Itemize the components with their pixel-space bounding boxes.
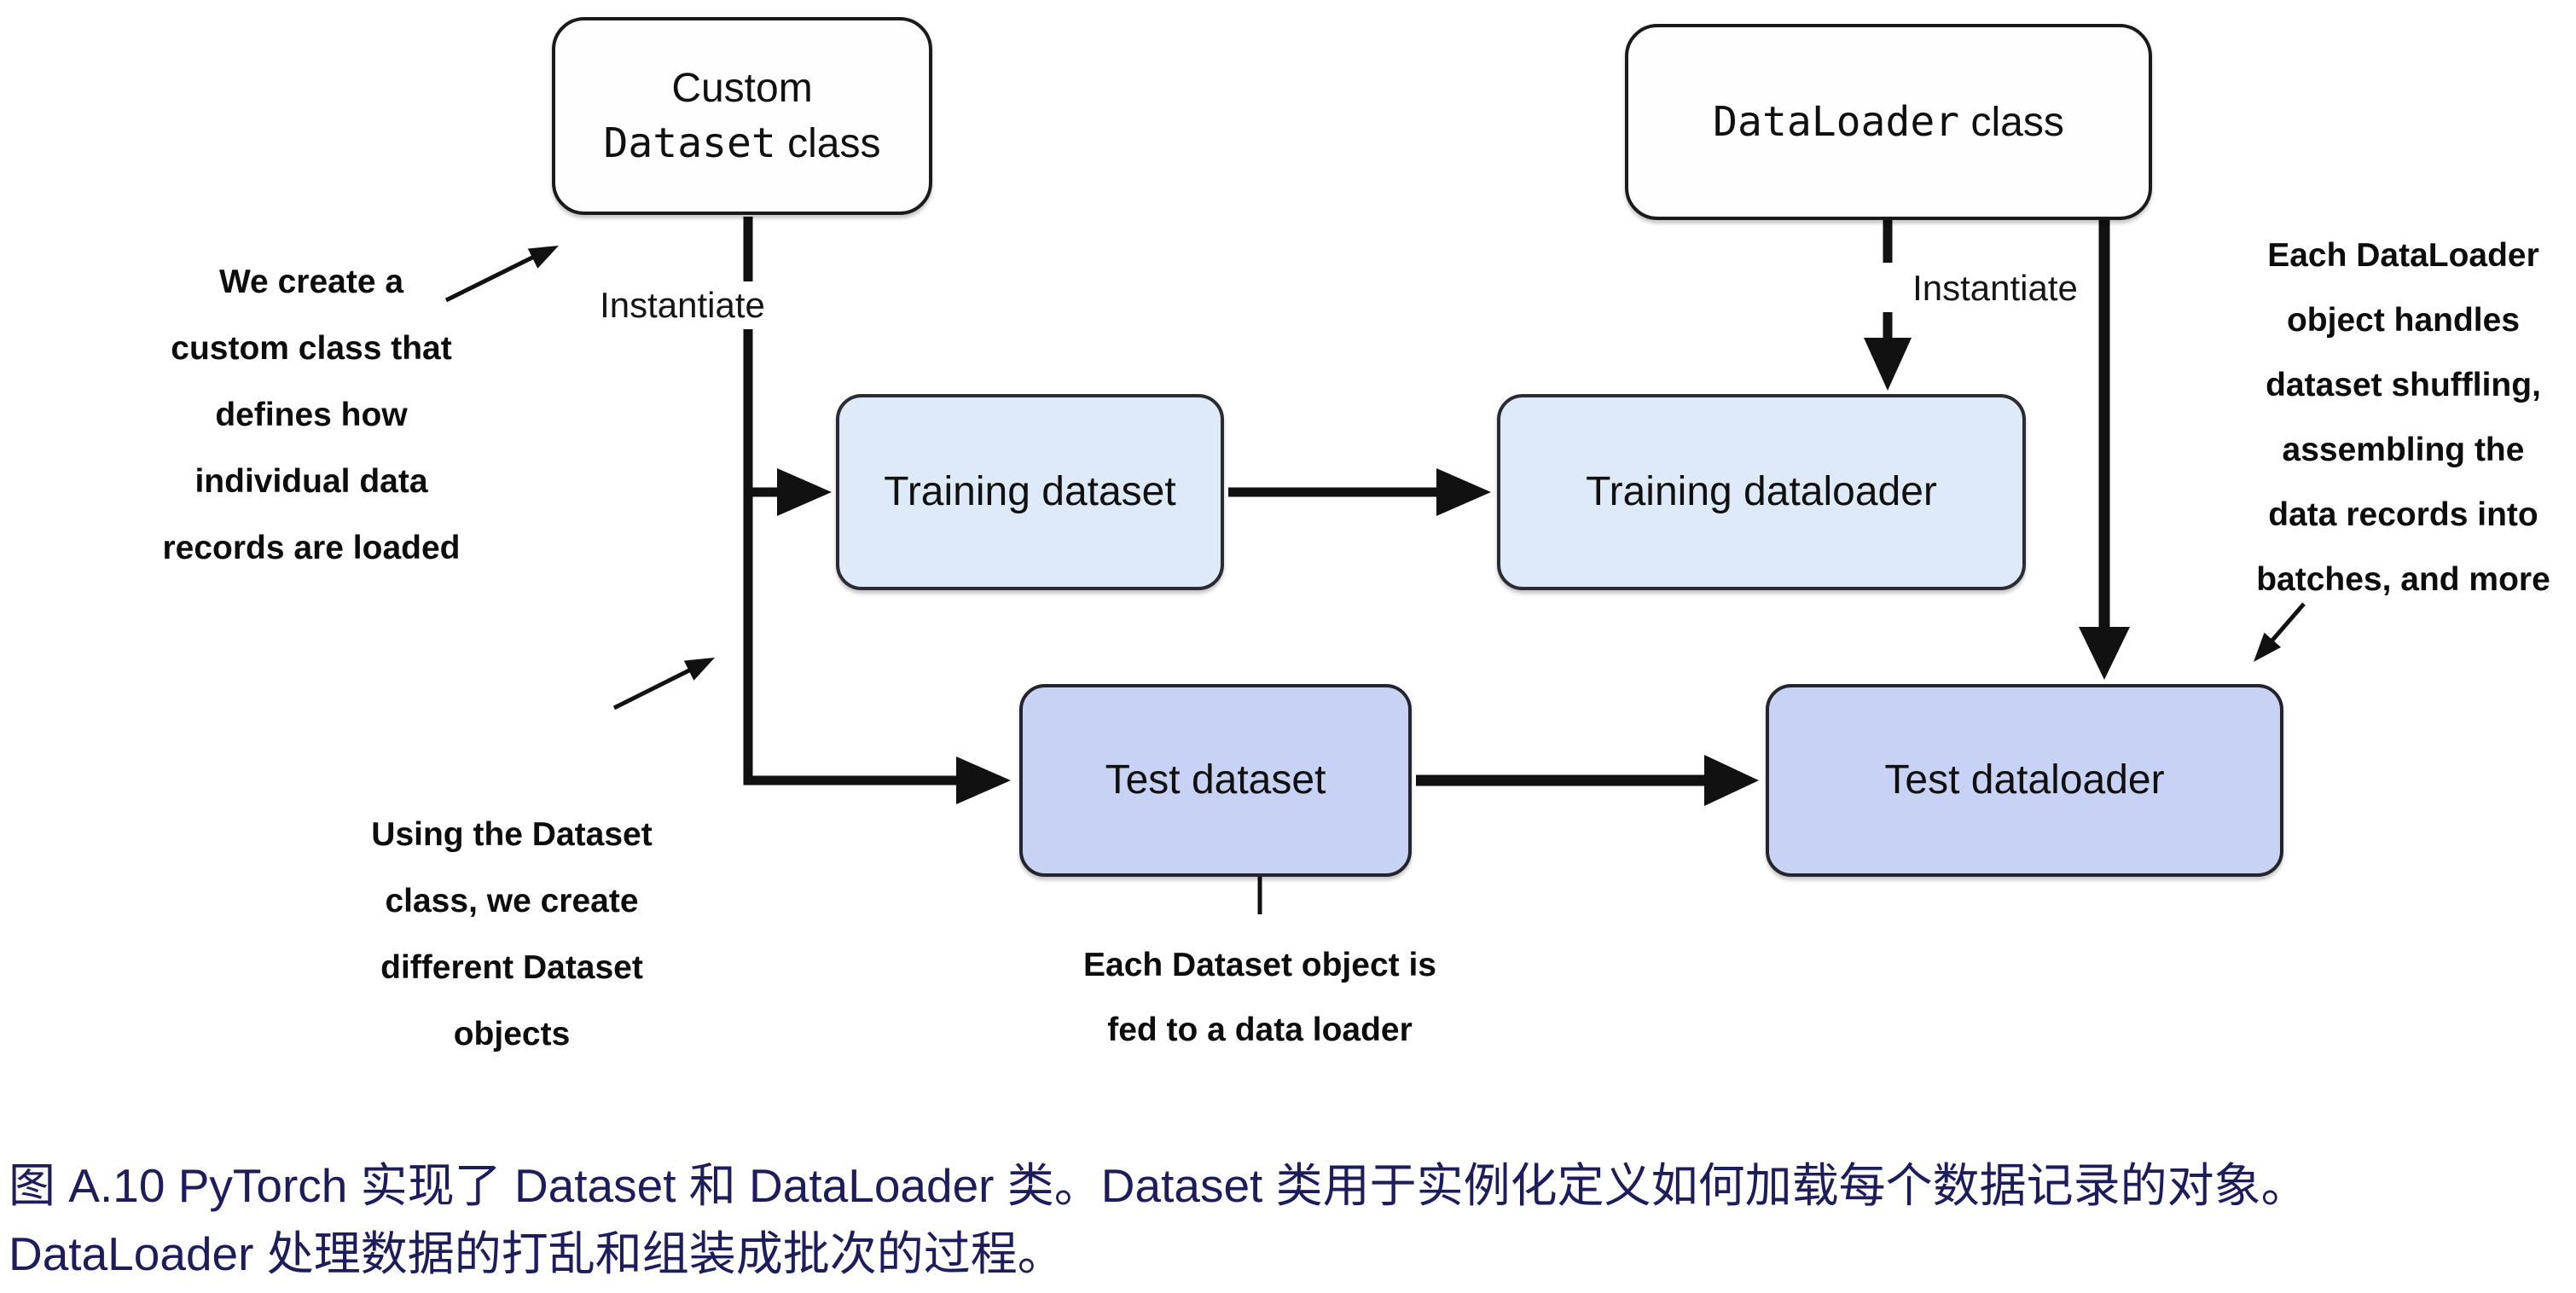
create-custom-pointer-line bbox=[444, 252, 539, 303]
figure-caption-line2: DataLoader 处理数据的打乱和组装成批次的过程。 bbox=[9, 1227, 1065, 1280]
figure-caption-line1: 图 A.10 PyTorch 实现了 Dataset 和 DataLoader … bbox=[9, 1159, 2308, 1212]
using-dataset-pointer-line bbox=[612, 666, 694, 710]
dataset-trunk-line bbox=[743, 329, 960, 786]
training-dataset-arrowhead bbox=[777, 468, 832, 516]
test-dataset-label: Test dataset bbox=[1105, 757, 1326, 803]
test-dataloader-box: Test dataloader bbox=[1766, 684, 2283, 877]
annotation-each-dataset-fed: Each Dataset object is fed to a data loa… bbox=[1083, 947, 1436, 1048]
custom-dataset-class-box: Custom Dataset class bbox=[552, 17, 932, 215]
figure-caption: 图 A.10 PyTorch 实现了 Dataset 和 DataLoader … bbox=[9, 1151, 2567, 1288]
training-dataloader-label: Training dataloader bbox=[1586, 469, 1937, 514]
test-dataloader-arrowhead bbox=[1704, 755, 1759, 806]
training-dataloader-arrowhead bbox=[1436, 468, 1491, 516]
annotation-using-dataset-class: Using the Dataset class, we create diffe… bbox=[371, 816, 653, 1052]
dataset-code-text: Dataset bbox=[603, 119, 776, 167]
training-dataset-label: Training dataset bbox=[884, 469, 1176, 514]
instantiate-label-right: Instantiate bbox=[1912, 268, 2078, 308]
dataloader-class-label: DataLoader class bbox=[1713, 95, 2064, 150]
custom-dataset-class-label-line1: Custom bbox=[671, 65, 813, 111]
dataloader-class-suffix: class bbox=[1959, 99, 2064, 145]
dataloader-class-box: DataLoader class bbox=[1625, 24, 2152, 220]
test-dataset-box: Test dataset bbox=[1019, 684, 1412, 877]
dataloader-long-arrowhead bbox=[2079, 627, 2130, 680]
custom-dataset-class-label-line2: Dataset class bbox=[604, 116, 881, 171]
dataset-class-suffix: class bbox=[775, 120, 881, 166]
dataloader-code-text: DataLoader bbox=[1713, 97, 1960, 146]
annotation-each-dataloader: Each DataLoader object handles dataset s… bbox=[2256, 237, 2550, 598]
using-dataset-pointer-arrowhead bbox=[683, 658, 715, 681]
test-dataset-arrowhead bbox=[956, 757, 1011, 804]
annotation-create-custom-class: We create a custom class that defines ho… bbox=[162, 264, 461, 566]
each-dataloader-pointer-arrowhead bbox=[2254, 632, 2282, 662]
instantiate-label-left: Instantiate bbox=[600, 285, 765, 325]
create-custom-pointer-arrowhead bbox=[527, 246, 559, 269]
each-dataloader-pointer-line bbox=[2269, 602, 2306, 644]
training-dataset-box: Training dataset bbox=[836, 394, 1224, 590]
instantiate-right-arrowhead bbox=[1864, 338, 1912, 391]
test-dataloader-label: Test dataloader bbox=[1884, 757, 2165, 803]
training-dataloader-box: Training dataloader bbox=[1497, 394, 2026, 590]
